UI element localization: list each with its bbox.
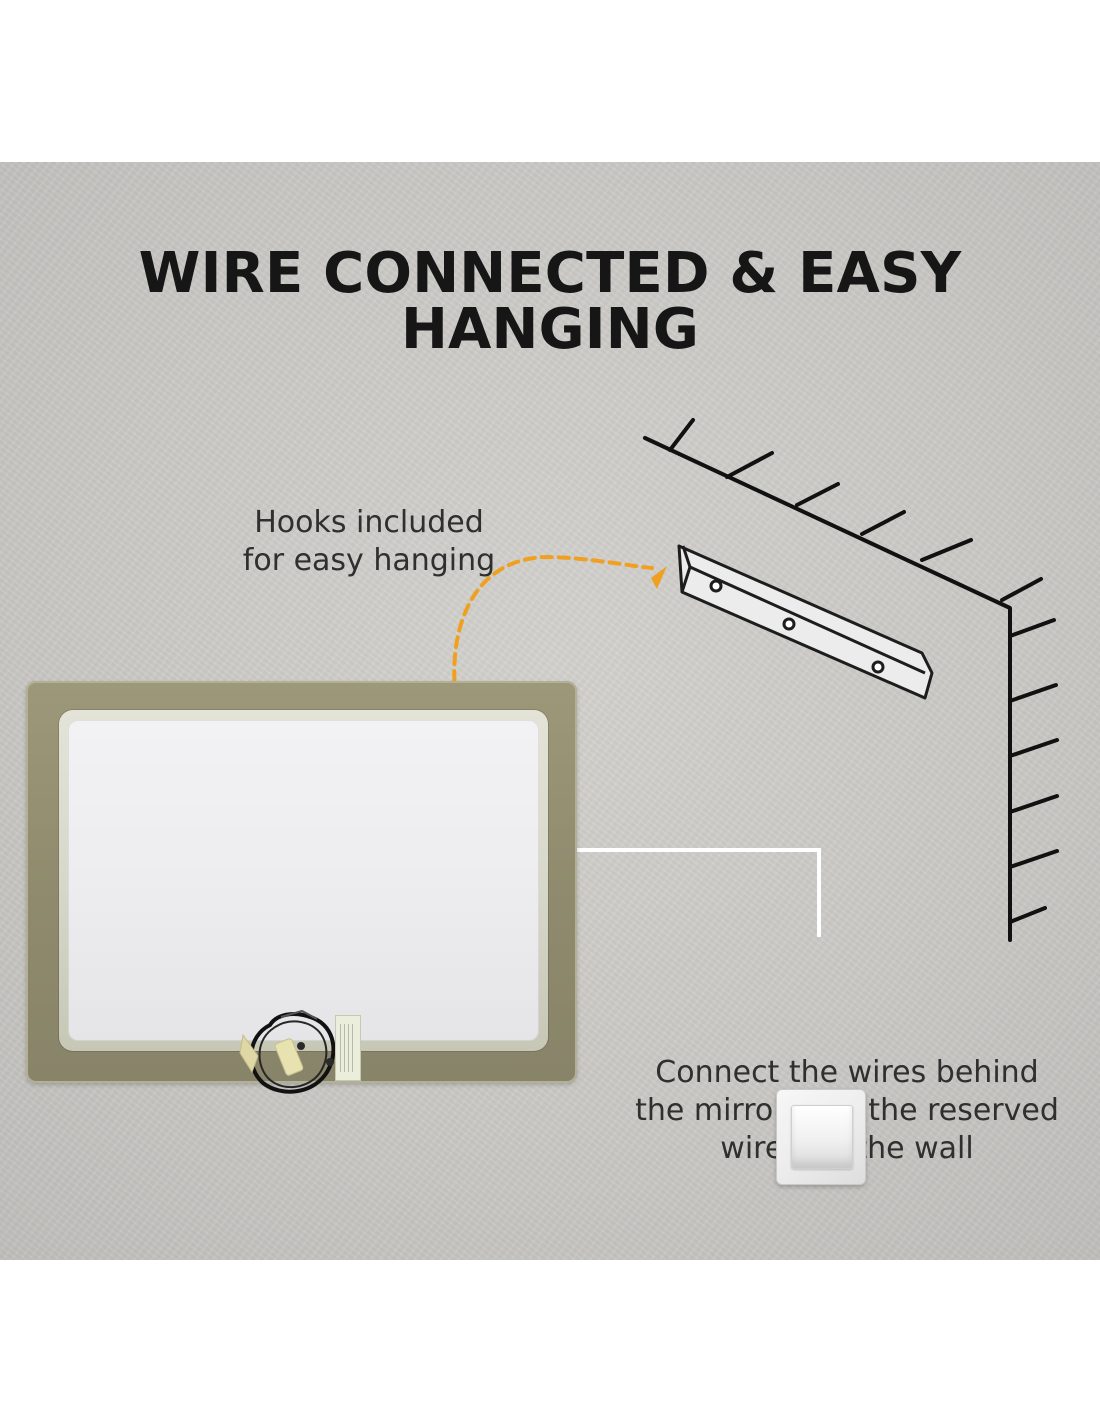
switch-rocker — [791, 1105, 853, 1169]
product-panel: WIRE CONNECTED & EASY HANGING Hooks incl… — [0, 162, 1100, 1260]
mirror-wire-coil-icon — [239, 1009, 336, 1094]
spec-label — [335, 1015, 361, 1081]
curved-dashed-arrow-icon — [452, 554, 667, 700]
headline: WIRE CONNECTED & EASY HANGING — [138, 241, 962, 362]
hooks-caption-line-1: Hooks included — [254, 505, 484, 540]
wires-caption-line-1: Connect the wires behind — [655, 1055, 1039, 1090]
mirror-frame — [26, 681, 577, 1083]
light-switch-icon — [776, 1089, 866, 1185]
hooks-caption-line-2: for easy hanging — [242, 543, 496, 578]
mirror-back — [68, 720, 539, 1041]
hooks-caption: Hooks included for easy hanging — [238, 504, 500, 580]
wall-corner-icon — [643, 418, 1059, 942]
mounting-bracket-icon — [677, 544, 934, 700]
mirror-led-ring — [59, 710, 548, 1051]
